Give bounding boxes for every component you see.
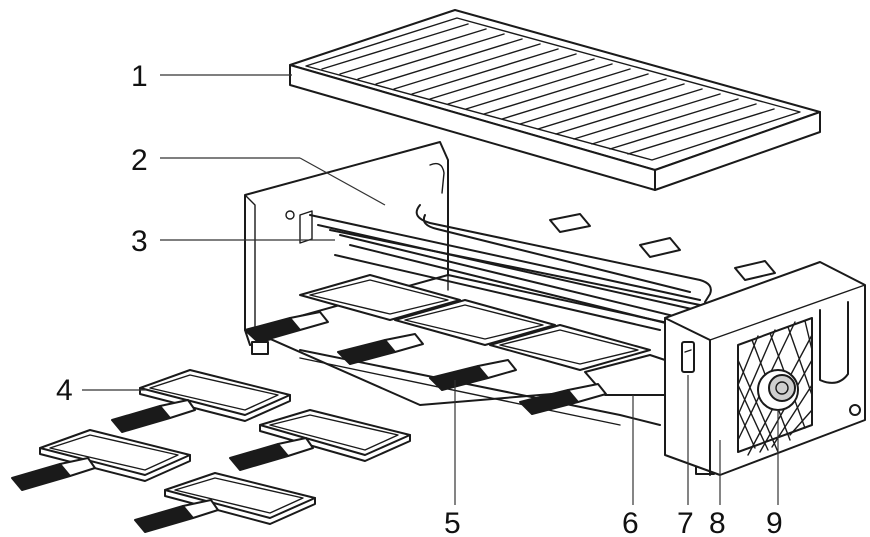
callout-8: 8 [709, 507, 726, 537]
thermostat-knob-icon [757, 369, 799, 411]
callout-2: 2 [131, 144, 148, 177]
loose-pans [11, 369, 411, 533]
grill-ridges [321, 23, 775, 155]
callout-7: 7 [677, 507, 694, 537]
heating-element [309, 204, 712, 331]
callout-4: 4 [56, 374, 73, 407]
leader-lines [82, 74, 779, 505]
callout-3: 3 [131, 225, 148, 258]
callout-6: 6 [622, 507, 639, 537]
callout-1: 1 [131, 60, 148, 93]
callout-9: 9 [766, 507, 783, 537]
power-switch-icon [681, 341, 695, 373]
callout-5: 5 [444, 507, 461, 537]
control-housing [664, 261, 866, 476]
pans-in-unit [244, 274, 666, 415]
grill-plate [289, 9, 821, 191]
rear-tabs [549, 213, 776, 281]
callouts: 1 2 3 4 5 6 7 8 9 [56, 60, 783, 537]
